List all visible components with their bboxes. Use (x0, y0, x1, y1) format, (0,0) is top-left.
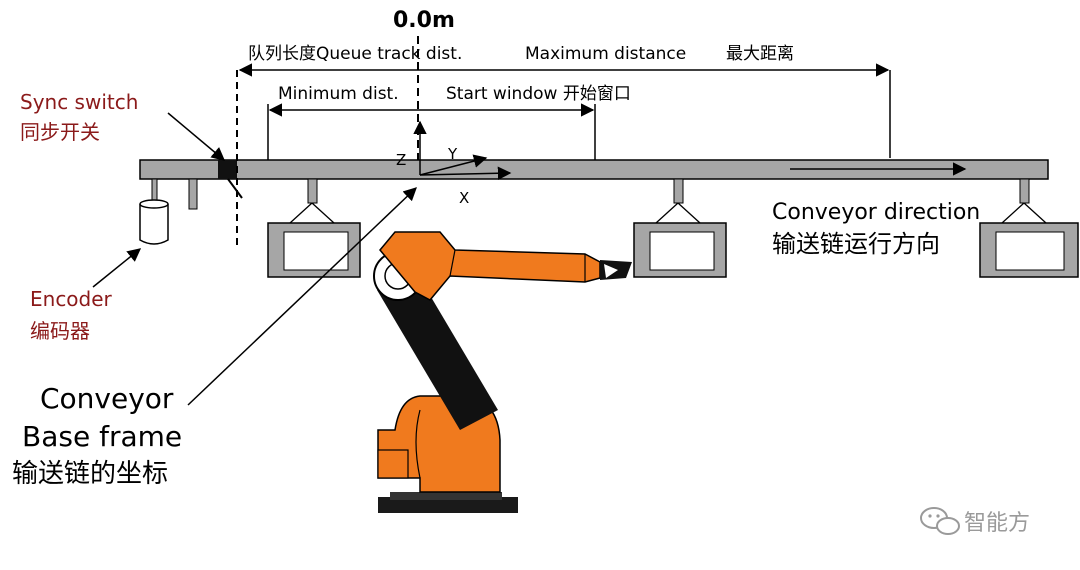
max-distance-cn-label: 最大距离 (726, 44, 794, 64)
robot-arm (373, 231, 632, 513)
axis-z-label: Z (396, 151, 406, 169)
max-distance-label: Maximum distance (525, 44, 686, 64)
start-window-label: Start window 开始窗口 (446, 84, 631, 104)
encoder-leader (92, 248, 142, 288)
carrier-2 (633, 178, 727, 278)
carrier-3 (979, 178, 1079, 278)
conveyor-base-leader (187, 187, 417, 406)
conveyor-base-label-1: Conveyor (40, 382, 174, 415)
conveyor-small-post (188, 178, 198, 210)
sync-switch-label: Sync switch (20, 90, 138, 114)
watermark-label: 智能方 (964, 511, 1030, 536)
axis-y-label: Y (447, 145, 458, 163)
conveyor-direction-cn-label: 输送链运行方向 (772, 230, 940, 258)
conveyor-direction-label: Conveyor direction (772, 200, 980, 225)
conveyor-bar (139, 159, 1049, 180)
carrier-1 (267, 178, 361, 278)
zero-mark-label: 0.0m (393, 8, 455, 33)
encoder-cn-label: 编码器 (30, 319, 90, 343)
coordinate-axes (413, 120, 512, 181)
encoder-cup (139, 199, 169, 245)
wechat-bubbles-icon (920, 507, 960, 535)
min-dist-label: Minimum dist. (278, 84, 399, 104)
sync-switch-cn-label: 同步开关 (20, 120, 100, 144)
sync-switch-block (218, 160, 237, 179)
sync-switch-leader (167, 112, 226, 161)
conveyor-base-cn-label: 输送链的坐标 (12, 459, 168, 489)
conveyor-base-label-2: Base frame (22, 420, 182, 453)
encoder-label: Encoder (30, 287, 113, 311)
axis-x-label: X (459, 189, 469, 207)
queue-track-label: 队列长度Queue track dist. (248, 44, 462, 64)
encoder-post (151, 178, 158, 202)
